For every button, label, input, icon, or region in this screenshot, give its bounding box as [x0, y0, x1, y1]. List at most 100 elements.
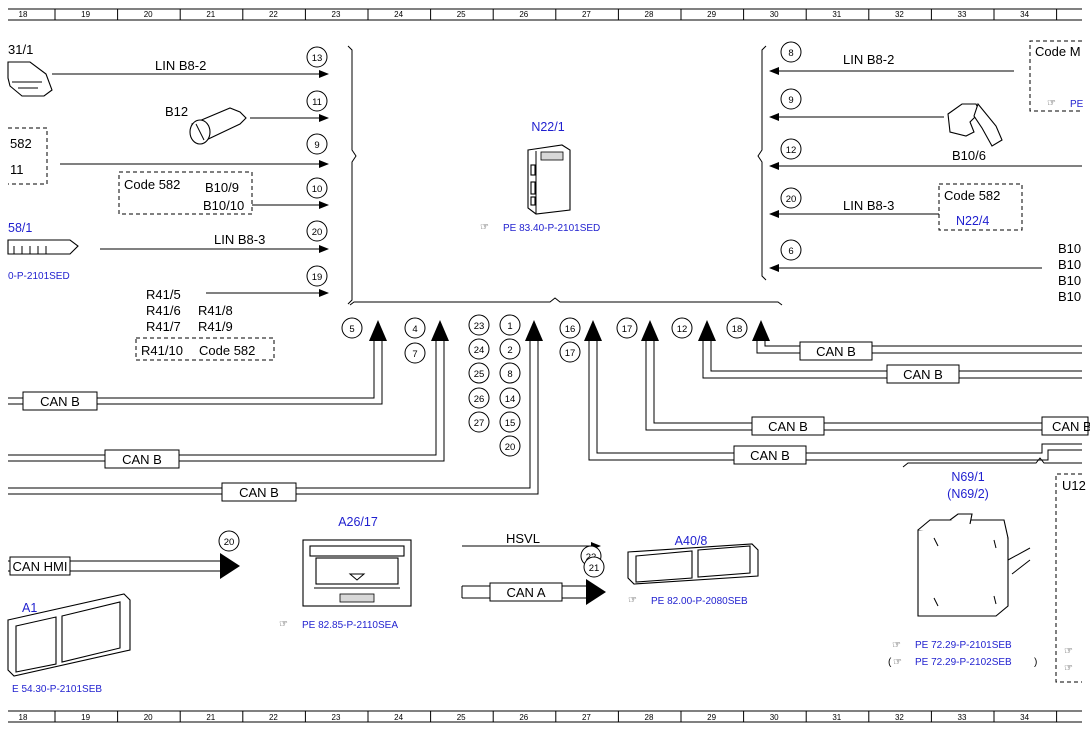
svg-text:8: 8: [788, 48, 793, 59]
ruler-number: 34: [1020, 713, 1029, 722]
ruler-number: 22: [269, 713, 278, 722]
pin-number: 18: [732, 324, 743, 335]
pin-number: 20: [505, 442, 516, 453]
svg-text:CAN B: CAN B: [239, 485, 279, 500]
ruler-number: 20: [144, 713, 153, 722]
pin-number: 24: [474, 345, 485, 356]
b31-1-sensor: 31/1: [7, 42, 53, 97]
ruler-number: 33: [958, 10, 967, 19]
svg-text:9: 9: [314, 140, 319, 151]
up-arrows: [369, 320, 770, 341]
pin-circle: [404, 342, 426, 364]
svg-text:LIN B8-3: LIN B8-3: [214, 232, 265, 247]
pin-circle: [404, 317, 426, 339]
svg-text:PE 72.29-P-2101SEB: PE 72.29-P-2101SEB: [915, 640, 1012, 651]
ruler-number: 32: [895, 713, 904, 722]
n69-1-module: N69/1 (N69/2) ☞ PE 72.29-P-2101SEB ( ☞ P…: [888, 457, 1082, 668]
pin-number: 1: [507, 321, 512, 332]
ruler-number: 18: [19, 10, 28, 19]
pin-13: [306, 46, 328, 68]
code-box-n22-4: Code 582 N22/4: [938, 183, 1023, 231]
book-icon: ☞: [480, 222, 489, 233]
svg-text:LIN B8-3: LIN B8-3: [843, 198, 894, 213]
pin-number: 4: [412, 324, 417, 335]
svg-text:LIN B8-2: LIN B8-2: [843, 52, 894, 67]
pin-number: 23: [474, 321, 485, 332]
ruler-number: 30: [770, 713, 779, 722]
svg-text:CAN B: CAN B: [903, 367, 943, 382]
ruler-number: 27: [582, 713, 591, 722]
pin-circle: [468, 314, 490, 336]
svg-text:N22/4: N22/4: [956, 214, 989, 228]
pin-circle: [499, 387, 521, 409]
b12-label: B12: [165, 104, 188, 119]
pin-6-right: [780, 239, 802, 261]
svg-text:11: 11: [312, 97, 322, 108]
svg-text:R41/10: R41/10: [141, 343, 183, 358]
svg-text:CAN B: CAN B: [750, 448, 790, 463]
pin-8-right: [780, 41, 802, 63]
svg-text:R41/6: R41/6: [146, 303, 181, 318]
ruler-number: 21: [206, 10, 215, 19]
ruler-number: 19: [81, 10, 90, 19]
svg-text:10: 10: [312, 184, 323, 195]
svg-text:CAN B: CAN B: [816, 344, 856, 359]
n22-1-icon: [527, 144, 571, 215]
svg-text:6: 6: [788, 246, 793, 257]
svg-text:Code 582: Code 582: [124, 177, 180, 192]
svg-text:☞: ☞: [279, 619, 288, 630]
ruler-number: 26: [519, 10, 528, 19]
svg-text:B10/9: B10/9: [205, 180, 239, 195]
lin-b8-2-left-label: LIN B8-2: [155, 58, 206, 73]
svg-text:CAN A: CAN A: [506, 585, 545, 600]
ruler-number: 30: [770, 10, 779, 19]
svg-text:582: 582: [10, 136, 32, 151]
svg-text:A1: A1: [22, 601, 37, 615]
pin-9: [306, 133, 328, 155]
pin-number: 25: [474, 369, 485, 380]
partial-code-box-left: 582 11: [8, 127, 48, 185]
b10-6-label: B10/6: [952, 148, 986, 163]
svg-text:☞: ☞: [893, 657, 902, 668]
ruler-number: 33: [958, 713, 967, 722]
svg-text:(: (: [888, 657, 892, 668]
svg-text:R41/7: R41/7: [146, 319, 181, 334]
svg-text:CAN B: CAN B: [40, 394, 80, 409]
pin-20-right: [780, 187, 802, 209]
pin-circle: [559, 317, 581, 339]
pin-number: 8: [507, 369, 512, 380]
pin-circle: [499, 338, 521, 360]
svg-text:CAN B: CAN B: [768, 419, 808, 434]
left-input-bracket: [347, 45, 357, 305]
u12-partial: U12 ☞ ☞: [1055, 473, 1086, 683]
pin-number: 5: [349, 324, 354, 335]
pin-number: 7: [412, 349, 417, 360]
ruler-number: 19: [81, 713, 90, 722]
right-input-bracket: [757, 45, 767, 281]
pin-19: [306, 265, 328, 287]
bottom-pin-bracket: [349, 297, 783, 306]
n22-1-ref[interactable]: PE 83.40-P-2101SED: [503, 223, 600, 234]
pin-number: 17: [565, 348, 576, 359]
svg-text:B10: B10: [1058, 241, 1081, 256]
pin-circle: [468, 338, 490, 360]
svg-text:A26/17: A26/17: [338, 515, 378, 529]
svg-text:PE 82.00-P-2080SEB: PE 82.00-P-2080SEB: [651, 596, 748, 607]
pin-10: [306, 177, 328, 199]
ruler-number: 34: [1020, 10, 1029, 19]
pin-20-left: [306, 220, 328, 242]
ruler-number: 29: [707, 10, 716, 19]
svg-text:B10: B10: [1058, 289, 1081, 304]
svg-text:Code 582: Code 582: [944, 188, 1000, 203]
svg-text:58/1: 58/1: [8, 221, 32, 235]
ruler-number: 28: [645, 713, 654, 722]
svg-text:N69/1: N69/1: [951, 470, 984, 484]
pin-number: 27: [474, 418, 485, 429]
svg-text:12: 12: [786, 145, 797, 156]
svg-text:CAN B: CAN B: [1052, 419, 1090, 434]
svg-text:20: 20: [786, 194, 797, 205]
pin-circle: [468, 362, 490, 384]
svg-text:☞: ☞: [892, 640, 901, 651]
